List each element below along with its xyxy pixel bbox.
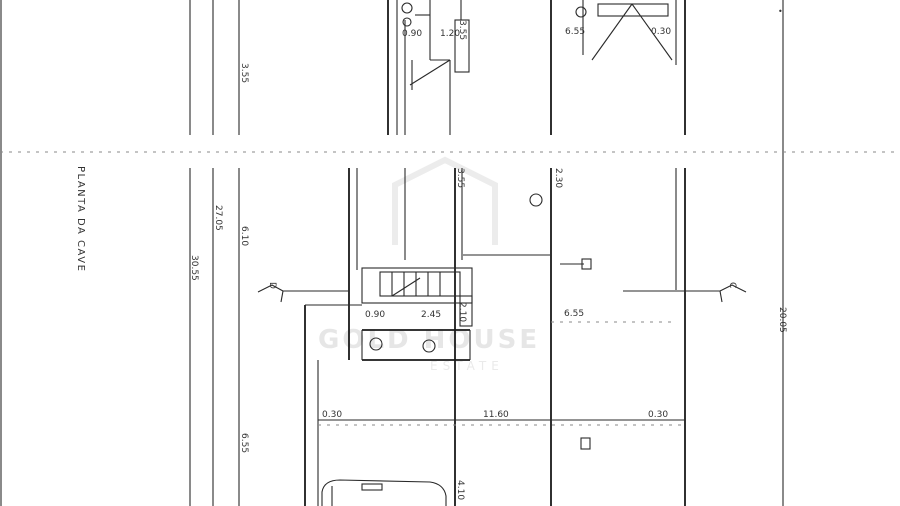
dim-0-90-top: 0.90 xyxy=(402,29,422,39)
vertical-dimension-lines xyxy=(189,0,240,506)
section-marker-left-arrow xyxy=(257,284,284,293)
dim-30-55: 30.55 xyxy=(189,255,199,281)
dim-4-10: 4.10 xyxy=(455,480,465,500)
dim-3-55-top: 3.55 xyxy=(457,20,467,40)
dim-1-20-top: 1.20 xyxy=(440,29,460,39)
dim-6-55-mid: 6.55 xyxy=(564,309,584,319)
section-marker-right: C xyxy=(727,282,737,288)
dim-0-90-stair: 0.90 xyxy=(365,310,385,320)
dim-11-60-corr: 11.60 xyxy=(483,410,509,420)
dim-2-30-top: 2.30 xyxy=(553,168,563,188)
dim-6-55-top: 6.55 xyxy=(565,27,585,37)
watermark-sub: ESTATE xyxy=(430,359,504,373)
plan-title: PLANTA DA CAVE xyxy=(75,166,86,272)
svg-text:•: • xyxy=(778,7,783,16)
dim-0-30-corr-right: 0.30 xyxy=(648,410,668,420)
dim-6-55-left: 6.55 xyxy=(239,433,249,453)
section-marker-left: D xyxy=(267,282,277,289)
section-marker-right-arrow xyxy=(719,284,747,293)
dim-2-45-stair: 2.45 xyxy=(421,310,441,320)
watermark: GOLD HOUSE ESTATE xyxy=(318,156,537,373)
dim-3-55-stair: 3.55 xyxy=(455,168,465,188)
dim-0-30-corr-left: 0.30 xyxy=(322,410,342,420)
dim-6-10: 6.10 xyxy=(239,226,249,246)
dim-20-05: 20.05 xyxy=(777,307,787,333)
dim-2-10-stair: 2.10 xyxy=(457,302,467,322)
dim-3-55-left: 3.55 xyxy=(239,63,249,83)
upper-sheet: • 0.90 1.20 3.55 6.55 0.30 3.55 xyxy=(239,0,783,135)
dim-27-05: 27.05 xyxy=(213,205,223,231)
dim-0-30-top: 0.30 xyxy=(651,27,671,37)
lower-sheet: D C 27.05 30.55 6.10 6.55 4.10 3.55 0.90… xyxy=(189,168,787,506)
